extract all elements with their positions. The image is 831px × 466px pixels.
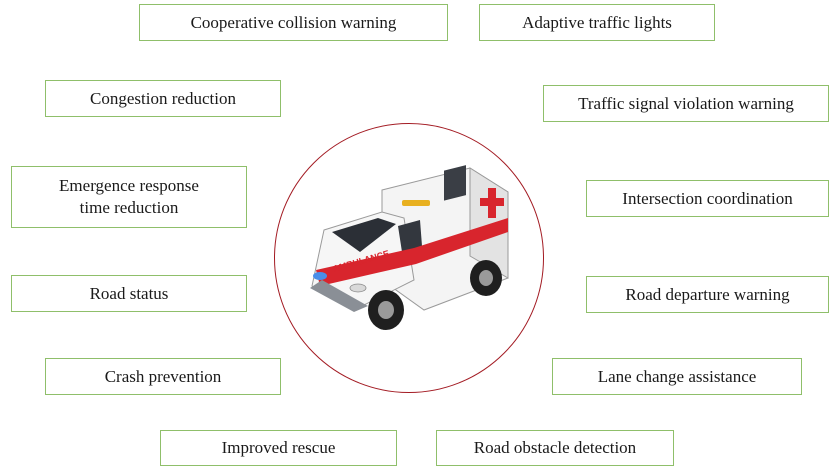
box-road-status: Road status — [11, 275, 247, 312]
box-road-departure-warning: Road departure warning — [586, 276, 829, 313]
box-cooperative-collision-warning: Cooperative collision warning — [139, 4, 448, 41]
box-crash-prevention: Crash prevention — [45, 358, 281, 395]
box-intersection-coordination: Intersection coordination — [586, 180, 829, 217]
box-congestion-reduction: Congestion reduction — [45, 80, 281, 117]
box-improved-rescue: Improved rescue — [160, 430, 397, 466]
ambulance-illustration: AMBULANCE — [310, 165, 509, 330]
box-lane-change-assistance: Lane change assistance — [552, 358, 802, 395]
center-circle — [274, 123, 544, 393]
box-emergence-response-time-reduction: Emergence response time reduction — [11, 166, 247, 228]
box-road-obstacle-detection: Road obstacle detection — [436, 430, 674, 466]
box-adaptive-traffic-lights: Adaptive traffic lights — [479, 4, 715, 41]
box-traffic-signal-violation-warning: Traffic signal violation warning — [543, 85, 829, 122]
